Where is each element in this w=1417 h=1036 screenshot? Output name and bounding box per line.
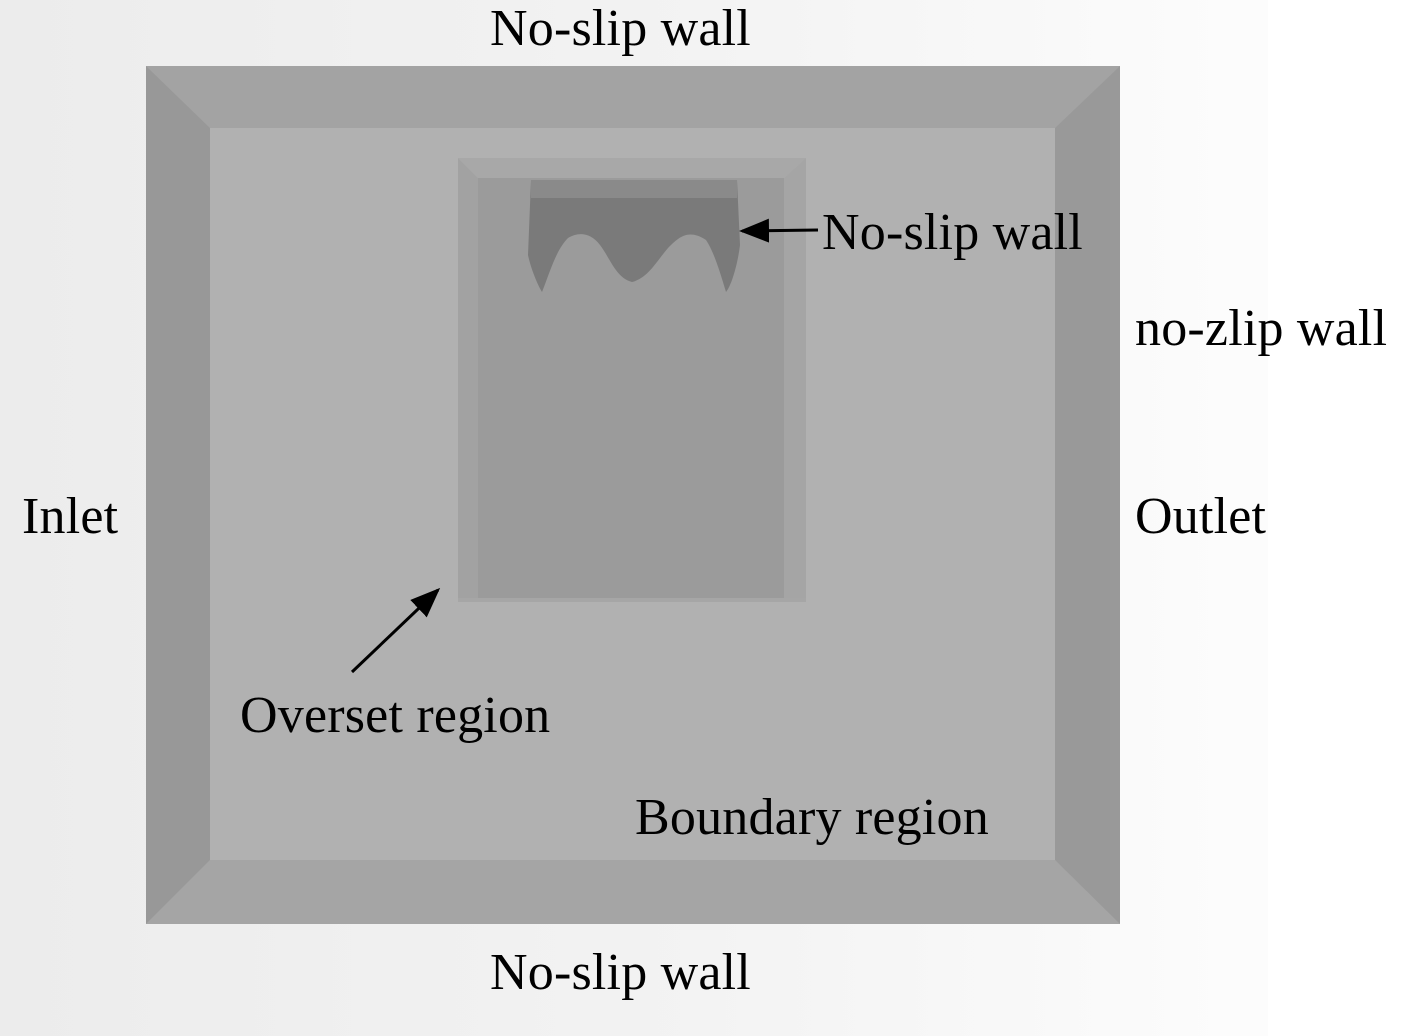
overset-rim-bottom [458,598,806,602]
domain-bevel-right [1055,66,1120,924]
domain-bevel-top [146,66,1120,128]
page-right-strip [1268,0,1417,1036]
overset-region-label: Overset region [240,687,551,744]
domain-bevel-left [146,66,210,924]
no-slip-body [528,180,740,292]
inlet-label: Inlet [22,488,119,545]
boundary-region-label: Boundary region [635,789,989,846]
inner-wall-label: No-slip wall [822,204,1083,261]
no-slip-body-top-face [531,180,737,198]
bottom-wall-label: No-slip wall [490,944,751,1001]
overset-rim-top [458,158,806,178]
overset-arrow [350,587,441,674]
inner-wall-arrow [739,218,819,243]
outlet-label: Outlet [1135,488,1267,545]
top-wall-label: No-slip wall [490,0,751,57]
side-wall-label: no-zlip wall [1135,300,1388,357]
overset-rim-right [784,158,806,602]
domain-bevel-bottom [146,860,1120,924]
overset-rim-left [458,158,478,602]
